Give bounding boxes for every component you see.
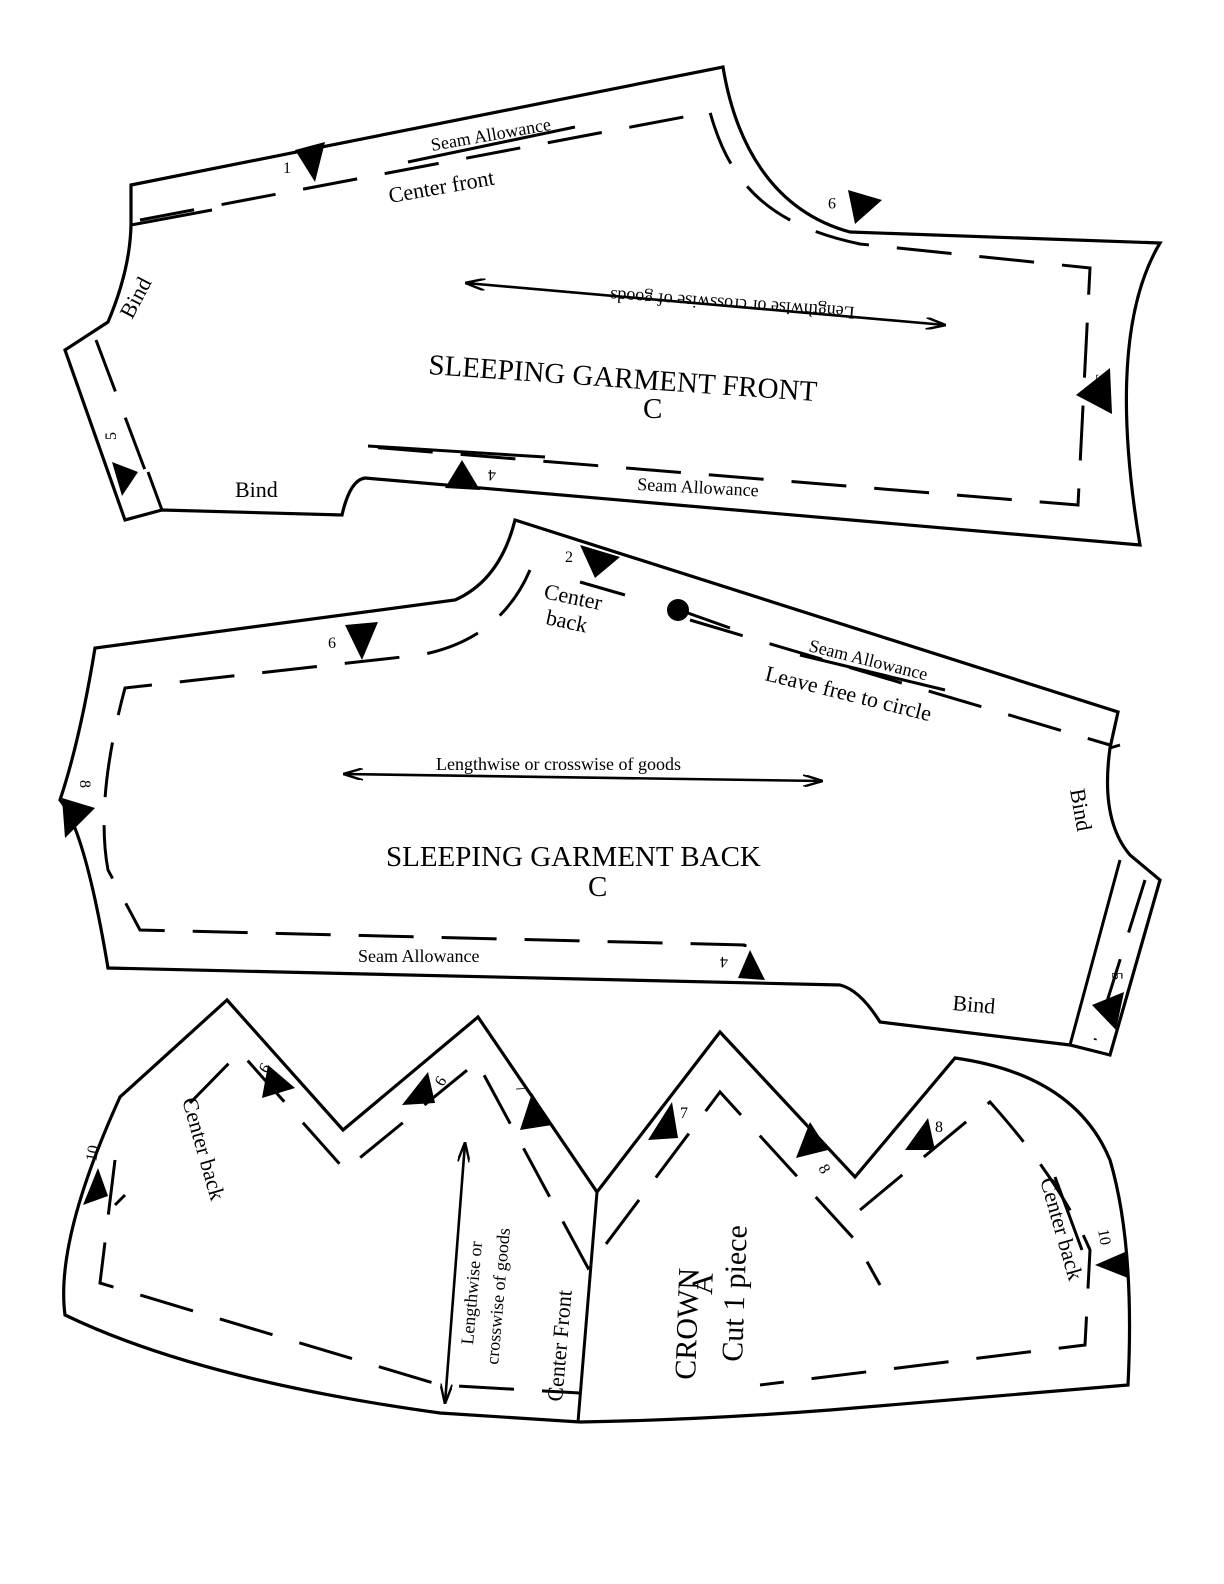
back-bind-bottom: Bind bbox=[952, 990, 997, 1019]
crown-stitch-line-zig bbox=[188, 1049, 882, 1286]
back-seam-right-edge bbox=[1109, 743, 1121, 750]
crown-notch-label-9b: 9 bbox=[431, 1073, 450, 1088]
front-letter: C bbox=[643, 393, 662, 425]
notch-2-back bbox=[580, 545, 620, 578]
notch-5-front bbox=[112, 462, 138, 496]
front-top-seam-line bbox=[130, 208, 213, 227]
notch-10-crown-left bbox=[83, 1168, 108, 1205]
crown-notch-label-10-left: 10 bbox=[83, 1144, 103, 1163]
crown-stitch-line-left bbox=[98, 1159, 581, 1395]
back-bind-cut-line bbox=[1068, 859, 1122, 1046]
crown-center-back-left: Center back bbox=[177, 1094, 230, 1202]
back-title: SLEEPING GARMENT BACK bbox=[386, 841, 761, 873]
notch-label-9: 9 bbox=[828, 194, 836, 211]
crown-notch-label-7a: 7 bbox=[512, 1081, 531, 1096]
back-stitch-right bbox=[1093, 879, 1147, 1041]
front-grain-arrow bbox=[466, 283, 945, 325]
notch-8-crown-b bbox=[905, 1118, 935, 1150]
crown-title: CROWN bbox=[669, 1267, 706, 1380]
front-bind-bottom: Bind bbox=[235, 477, 278, 502]
notch-8-crown-a bbox=[796, 1122, 828, 1158]
crown-cb-mark-right bbox=[1053, 1176, 1084, 1251]
notch-label-8: 8 bbox=[76, 780, 93, 788]
notch-6-back bbox=[345, 622, 378, 660]
notch-10-crown-right bbox=[1095, 1252, 1128, 1278]
notch-7-crown-a bbox=[520, 1093, 552, 1130]
back-bind-right: Bind bbox=[1065, 787, 1097, 833]
front-grain-label: Lengthwise or crosswise of goods bbox=[610, 286, 856, 323]
front-bind-cut-line bbox=[146, 471, 164, 511]
crown-grain-arrow bbox=[445, 1143, 465, 1403]
notch-label-2: 2 bbox=[565, 549, 573, 566]
back-seam-allowance-bottom: Seam Allowance bbox=[358, 946, 479, 966]
crown-grain-label-2: crosswise of goods bbox=[482, 1227, 514, 1365]
crown-cut: Cut 1 piece bbox=[716, 1225, 754, 1363]
front-stitch-left bbox=[94, 339, 147, 471]
notch-7-crown-b bbox=[648, 1102, 678, 1140]
notch-4-back bbox=[738, 950, 765, 980]
notch-label-5: 5 bbox=[103, 432, 120, 440]
back-letter: C bbox=[588, 871, 607, 903]
crown-outline bbox=[62, 997, 1132, 1424]
front-title: SLEEPING GARMENT FRONT bbox=[428, 349, 819, 408]
back-outline bbox=[58, 517, 1162, 1057]
front-piece: 1 9 3 4 5 Lengthwise or crosswise of goo… bbox=[63, 65, 1163, 547]
notch-9-front bbox=[848, 190, 882, 224]
back-grain-arrow bbox=[344, 774, 822, 781]
notch-9-crown-a bbox=[262, 1065, 295, 1098]
back-piece: 2 6 8 4 5 Center back Seam Allowance Lea… bbox=[58, 517, 1162, 1057]
crown-center-front: Center Front bbox=[542, 1289, 577, 1403]
notch-1-front bbox=[295, 142, 325, 182]
notch-label-4-back: 4 bbox=[720, 953, 728, 970]
crown-center-front-line bbox=[576, 1191, 599, 1423]
back-seam-mark-top bbox=[799, 653, 946, 692]
notch-9-crown-b bbox=[402, 1072, 435, 1105]
leave-free-line bbox=[684, 610, 731, 630]
crown-stitch-line-zig2 bbox=[759, 1099, 1092, 1387]
crown-notch-label-8b: 8 bbox=[935, 1119, 943, 1136]
leave-free-circle bbox=[667, 599, 689, 621]
crown-notch-label-10-right: 10 bbox=[1094, 1228, 1114, 1247]
notch-4-front bbox=[445, 460, 480, 490]
front-outline bbox=[63, 65, 1163, 547]
crown-grain-label-1: Lengthwise or bbox=[457, 1241, 486, 1346]
notch-label-5-back: 5 bbox=[1108, 972, 1125, 980]
crown-cb-mark-left bbox=[113, 1193, 127, 1207]
notch-3-front bbox=[1076, 368, 1112, 414]
front-bind-left: Bind bbox=[114, 273, 156, 323]
front-seam-mark-bottom bbox=[367, 444, 546, 459]
notch-label-4: 4 bbox=[488, 466, 496, 483]
notch-label-6: 6 bbox=[328, 635, 336, 652]
back-grain-label: Lengthwise or crosswise of goods bbox=[436, 754, 681, 774]
front-stitch-line bbox=[139, 110, 1092, 507]
notch-8-back bbox=[62, 798, 95, 838]
notch-5-back bbox=[1092, 992, 1124, 1030]
crown-center-back-right: Center back bbox=[1035, 1174, 1088, 1282]
back-center-mark bbox=[579, 580, 626, 597]
front-seam-mark-top bbox=[407, 125, 576, 164]
crown-notch-label-8a: 8 bbox=[815, 1162, 834, 1177]
back-stitch-top bbox=[689, 618, 1111, 747]
crown-letter: A bbox=[686, 1272, 720, 1295]
crown-piece: Lengthwise or crosswise of goods 10 9 9 … bbox=[62, 997, 1132, 1424]
back-stitch-line bbox=[102, 569, 746, 947]
notch-label-3: 3 bbox=[1092, 374, 1109, 382]
crown-notch-label-7b: 7 bbox=[680, 1105, 688, 1122]
notch-label-1: 1 bbox=[283, 160, 291, 177]
